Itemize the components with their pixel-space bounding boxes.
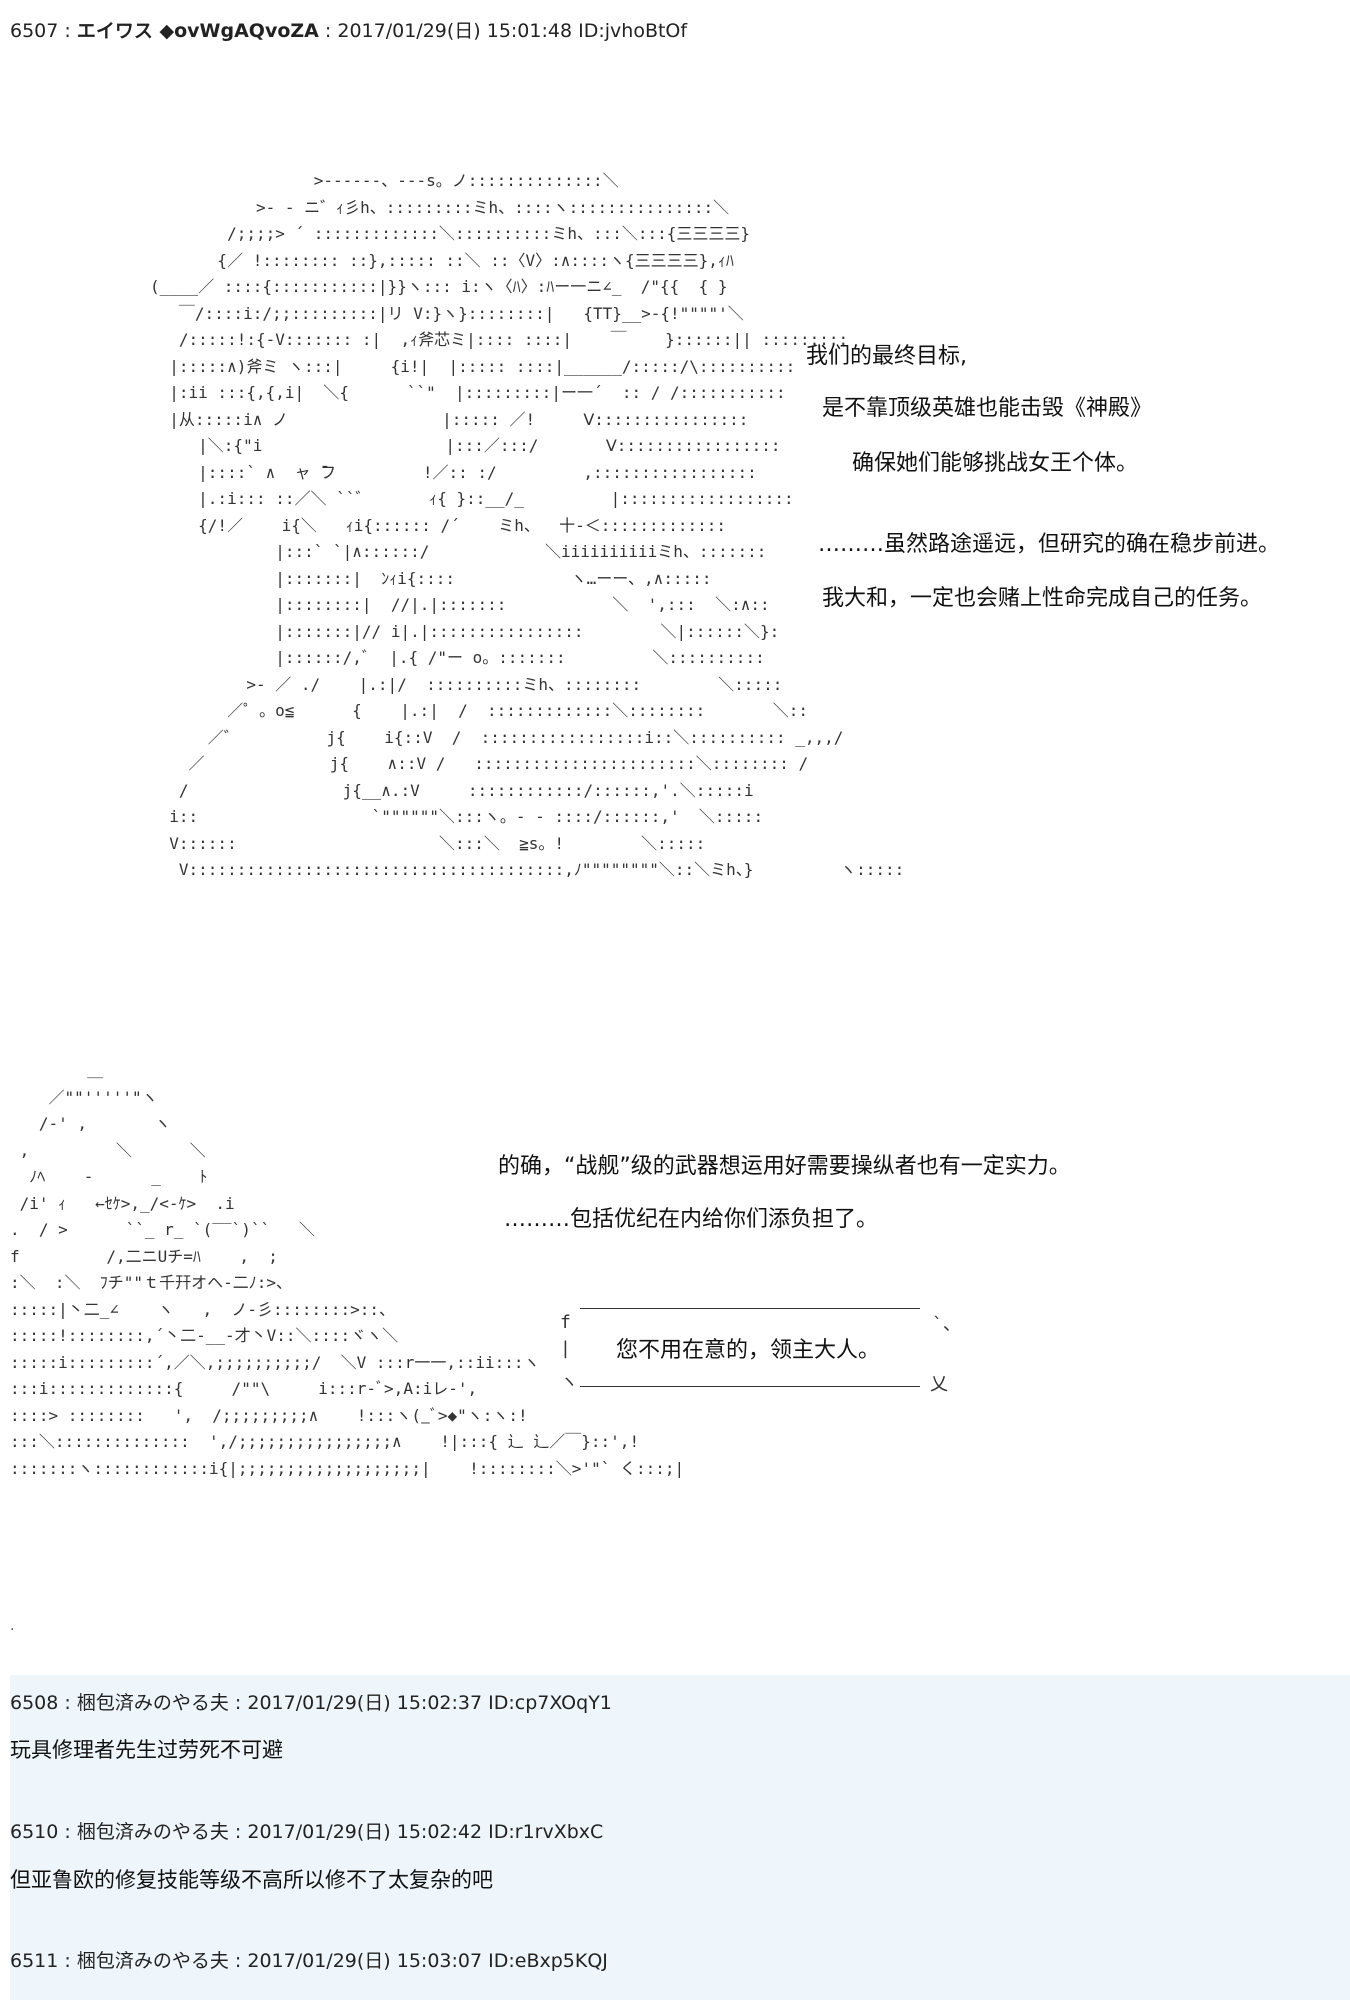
dialog-line: ………包括优纪在内给你们添负担了。 xyxy=(504,1207,879,1232)
post-id: ID:eBxp5KQJ xyxy=(488,1950,608,1972)
post-body: 玩具修理者先生过劳死不可避 xyxy=(10,1738,283,1762)
speech-bubble-corner: ヽ xyxy=(560,1372,578,1393)
speech-bubble-corner: `、 xyxy=(932,1314,961,1335)
dialog-line: 的确，“战舰”级的武器想运用好需要操纵者也有一定实力。 xyxy=(498,1154,1071,1179)
ascii-art-character-2: ＿ ／""'''''"ヽ /-' , ヽ , ＼ ＼ ﾉﾍ - _ ﾄ /i' … xyxy=(10,1061,685,1478)
post-date: 2017/01/29(日) 15:03:07 xyxy=(247,1950,483,1972)
post-id: ID:jvhoBtOf xyxy=(578,20,688,42)
dialog-line: 我大和，一定也会赌上性命完成自己的任务。 xyxy=(822,586,1263,611)
speech-bubble-text: 您不用在意的，领主大人。 xyxy=(616,1338,881,1363)
post-id: ID:cp7XOqY1 xyxy=(488,1692,612,1714)
speech-bubble-top-border xyxy=(580,1308,920,1309)
dialog-line: ………虽然路途遥远，但研究的确在稳步前进。 xyxy=(818,532,1281,557)
post-date: 2017/01/29(日) 15:02:42 xyxy=(247,1821,483,1843)
ascii-art-character: >------、---s。ノ::::::::::::::＼ >- - ニ゛ｨ彡h… xyxy=(150,171,905,879)
post-header: 6510 : 梱包済みのやる夫 : 2017/01/29(日) 15:02:42… xyxy=(10,1821,604,1843)
post-number: 6508 xyxy=(10,1692,59,1714)
speech-bubble: f | ヽ `、 乂 您不用在意的，领主大人。 xyxy=(556,1282,961,1402)
post-date: 2017/01/29(日) 15:01:48 xyxy=(337,20,573,42)
post-author: 梱包済みのやる夫 xyxy=(76,1692,229,1714)
dialog-line: 我们的最终目标, xyxy=(806,344,967,369)
dialog-line: 确保她们能够挑战女王个体。 xyxy=(852,451,1139,476)
post-header: 6511 : 梱包済みのやる夫 : 2017/01/29(日) 15:03:07… xyxy=(10,1950,608,1972)
post-header: 6508 : 梱包済みのやる夫 : 2017/01/29(日) 15:02:37… xyxy=(10,1692,612,1714)
speech-bubble-corner: f xyxy=(560,1312,571,1333)
post-number: 6507 xyxy=(10,20,59,42)
post-number: 6511 xyxy=(10,1950,59,1972)
post-body: 但亚鲁欧的修复技能等级不高所以修不了太复杂的吧 xyxy=(10,1868,493,1892)
post-date: 2017/01/29(日) 15:02:37 xyxy=(247,1692,483,1714)
speech-bubble-bottom-border xyxy=(580,1386,920,1387)
replies-section xyxy=(10,1675,1350,2000)
post-id: ID:r1rvXbxC xyxy=(488,1821,604,1843)
post-header: 6507 : エイワス ◆ovWgAQvoZA : 2017/01/29(日) … xyxy=(10,20,688,42)
speech-bubble-tail: 乂 xyxy=(930,1374,948,1395)
post-number: 6510 xyxy=(10,1821,59,1843)
post-author: エイワス ◆ovWgAQvoZA xyxy=(76,20,319,42)
dialog-line: 是不靠顶级英雄也能击毁《神殿》 xyxy=(822,396,1153,421)
post-author: 梱包済みのやる夫 xyxy=(76,1950,229,1972)
separator-dot: . xyxy=(10,1618,15,1634)
speech-bubble-edge: | xyxy=(560,1338,571,1359)
post-author: 梱包済みのやる夫 xyxy=(76,1821,229,1843)
